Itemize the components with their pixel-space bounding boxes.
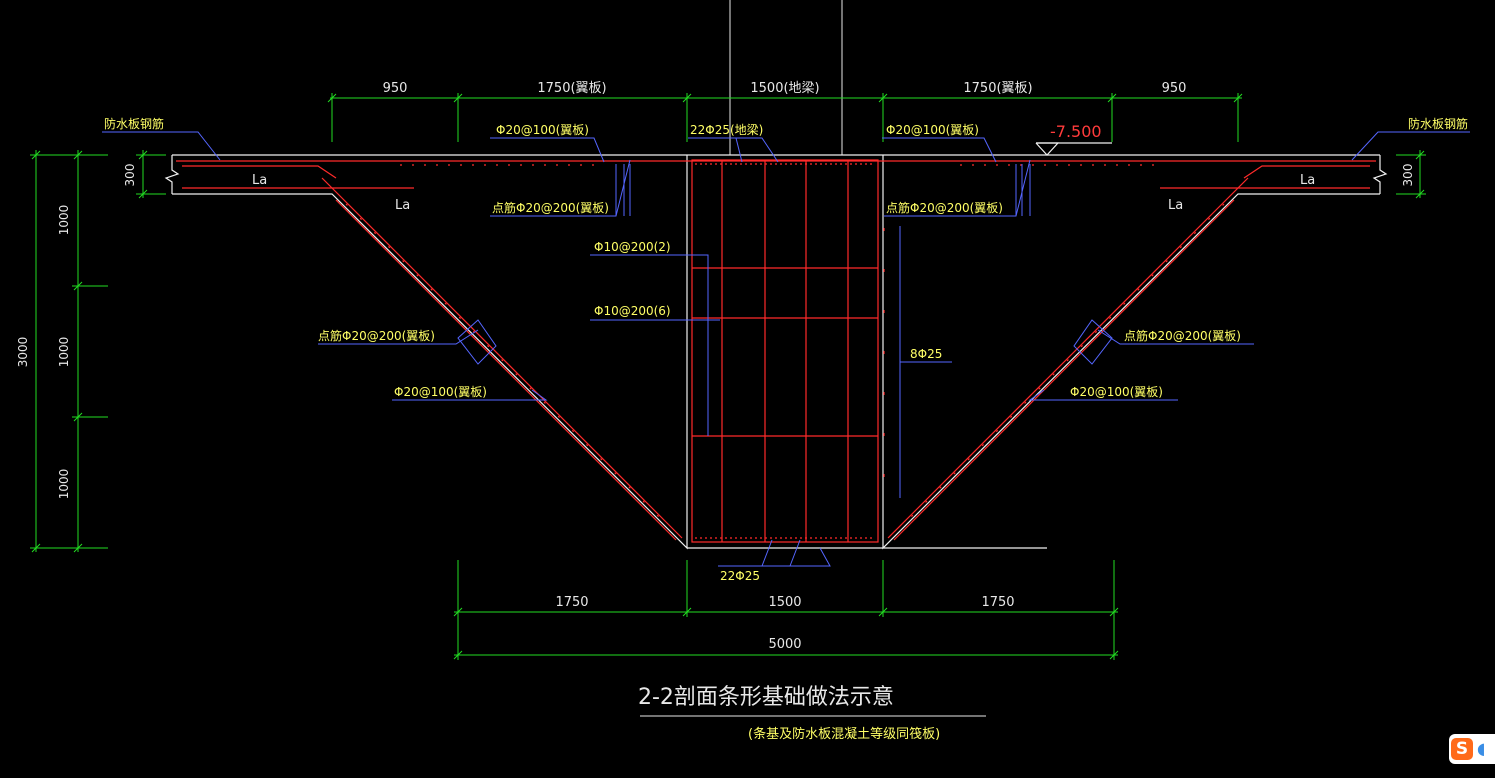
la-label: La	[395, 198, 410, 213]
slab-thickness-left: 300	[123, 164, 137, 187]
rebar-labels: 防水板钢筋 防水板钢筋 Φ20@100(翼板) Φ20@100(翼板) 22Φ2…	[104, 116, 1468, 583]
label-slope-rebar-left: Φ20@100(翼板)	[394, 385, 487, 399]
label-beam-bottom: 22Φ25	[720, 569, 760, 583]
label-slab-rebar-left: 防水板钢筋	[104, 116, 164, 131]
label-wing-top-left: Φ20@100(翼板)	[496, 123, 589, 137]
dim-top-5: 950	[1162, 81, 1187, 96]
la-label: La	[252, 173, 267, 188]
dim-top-3: 1500(地梁)	[750, 81, 819, 96]
dim-left-2: 1000	[57, 337, 71, 368]
rebar	[176, 159, 1376, 543]
sogou-ime-icon[interactable]: S ◖	[1449, 734, 1495, 764]
dim-bottom-1: 1750	[555, 595, 588, 610]
elevation-text: -7.500	[1050, 122, 1102, 141]
dim-left-3: 1000	[57, 469, 71, 500]
column-axis-lines	[729, 0, 843, 155]
label-dist-top-right: 点筋Φ20@200(翼板)	[886, 200, 1003, 215]
la-label: La	[1300, 173, 1315, 188]
label-dist-top-left: 点筋Φ20@200(翼板)	[492, 200, 609, 215]
label-wing-top-right: Φ20@100(翼板)	[886, 123, 979, 137]
dim-top-2: 1750(翼板)	[537, 81, 606, 96]
dim-top-1: 950	[383, 81, 408, 96]
ime-tail-icon: ◖	[1477, 739, 1486, 758]
dimension-lines	[30, 93, 1426, 660]
dim-top-4: 1750(翼板)	[963, 81, 1032, 96]
label-side-bars: 8Φ25	[910, 347, 942, 361]
la-label: La	[1168, 198, 1183, 213]
dim-left-total: 3000	[16, 337, 30, 368]
dim-bottom-2: 1500	[768, 595, 801, 610]
slab-thickness-right: 300	[1401, 164, 1415, 187]
label-dist-slope-left: 点筋Φ20@200(翼板)	[318, 328, 435, 343]
label-dist-slope-right: 点筋Φ20@200(翼板)	[1124, 328, 1241, 343]
label-stirrup-2: Φ10@200(2)	[594, 240, 671, 254]
drawing-subtitle: (条基及防水板混凝土等级同筏板)	[748, 726, 940, 742]
la-labels: La La La La	[252, 173, 1315, 213]
dim-bottom-total: 5000	[768, 637, 801, 652]
drawing-title: 2-2剖面条形基础做法示意	[638, 685, 894, 710]
top-dimension-texts: 950 1750(翼板) 1500(地梁) 1750(翼板) 950	[383, 81, 1187, 96]
left-dimension-texts: 1000 1000 1000 3000 300 300	[16, 164, 1415, 500]
label-slope-rebar-right: Φ20@100(翼板)	[1070, 385, 1163, 399]
bottom-dimension-texts: 1750 1500 1750 5000	[555, 595, 1014, 652]
label-beam-top: 22Φ25(地梁)	[690, 122, 763, 137]
dim-left-1: 1000	[57, 205, 71, 236]
leader-lines	[102, 131, 1470, 567]
label-slab-rebar-right: 防水板钢筋	[1408, 116, 1468, 131]
ime-letter: S	[1451, 738, 1473, 760]
dim-bottom-3: 1750	[981, 595, 1014, 610]
concrete-outline	[164, 142, 1388, 550]
label-stirrup-6: Φ10@200(6)	[594, 304, 671, 318]
